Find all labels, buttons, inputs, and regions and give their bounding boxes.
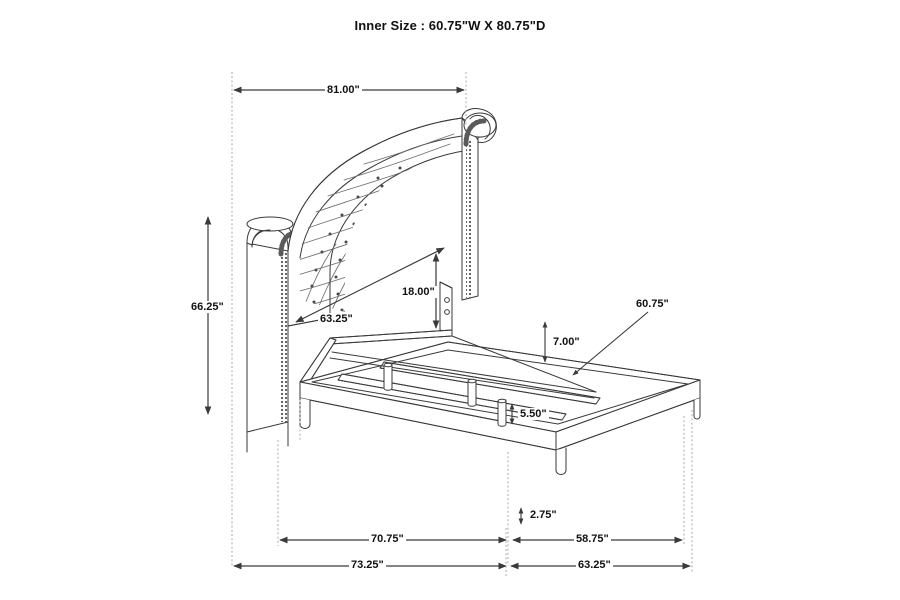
dimension-label-side-rail-length: 70.75"	[369, 533, 406, 545]
dimension-label-overall-height: 66.25"	[189, 301, 226, 313]
dimension-label-rail-height: 7.00"	[551, 336, 582, 348]
page-title: Inner Size : 60.75"W X 80.75"D	[354, 18, 546, 33]
dimension-label-slat-support-height: 5.50"	[518, 408, 549, 420]
dimension-label-headboard-width: 63.25"	[318, 313, 355, 325]
dimension-label-inner-width: 60.75"	[634, 298, 671, 310]
dimension-label-footboard-width: 58.75"	[574, 533, 611, 545]
dimension-label-overall-width: 81.00"	[325, 84, 362, 96]
dimension-label-headboard-clearance: 18.00"	[400, 286, 437, 298]
dimension-label-overall-length: 73.25"	[349, 559, 386, 571]
dimension-label-leg-clearance: 2.75"	[528, 509, 559, 521]
dimension-label-overall-depth: 63.25"	[576, 559, 613, 571]
